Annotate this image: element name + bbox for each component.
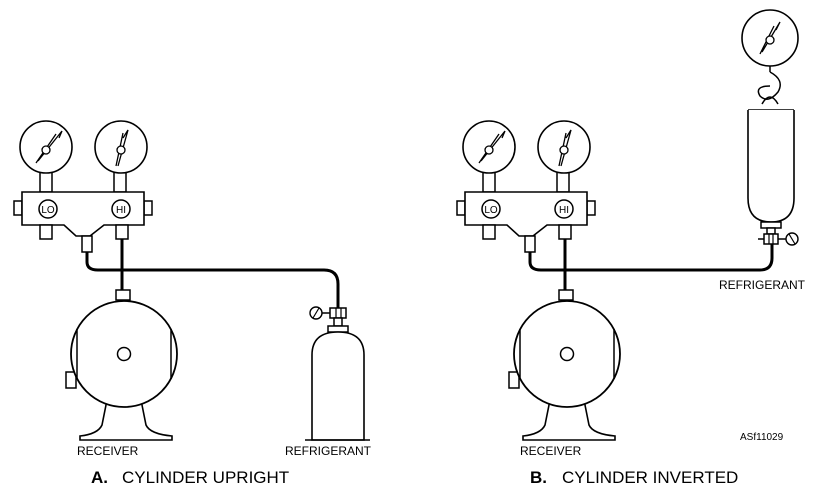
refrigerant-label-b: REFRIGERANT <box>719 278 806 292</box>
panel-b: LO HI REFRIGERANT RECEIVER ASf11 <box>456 9 806 487</box>
manifold-gauge-set-b <box>456 120 596 253</box>
caption-letter-b: B. <box>530 468 547 487</box>
hi-gauge-label-b: HI <box>559 205 569 216</box>
figure-code: ASf11029 <box>740 432 784 443</box>
receiver-tank-a <box>65 289 178 441</box>
manifold-gauge-set-a <box>13 120 153 253</box>
hi-gauge-label: HI <box>116 205 126 216</box>
receiver-label-b: RECEIVER <box>520 444 582 458</box>
refrigerant-cylinder-upright <box>305 306 370 441</box>
receiver-tank-b <box>508 289 621 441</box>
caption-letter-a: A. <box>91 468 108 487</box>
lo-gauge-label: LO <box>41 205 55 216</box>
lo-gauge-label-b: LO <box>484 205 498 216</box>
caption-a: CYLINDER UPRIGHT <box>122 468 289 487</box>
panel-a: LO HI RECEIVER REFRIGERANT A. CYLINDER U… <box>13 120 372 487</box>
scale-gauge <box>741 9 799 105</box>
receiver-label: RECEIVER <box>77 444 139 458</box>
refrigerant-cylinder-inverted <box>747 109 799 246</box>
refrigerant-label: REFRIGERANT <box>285 444 372 458</box>
caption-b: CYLINDER INVERTED <box>562 468 738 487</box>
hose-lo-to-cylinder-b <box>528 242 774 272</box>
hose-lo-to-cylinder <box>85 252 340 308</box>
